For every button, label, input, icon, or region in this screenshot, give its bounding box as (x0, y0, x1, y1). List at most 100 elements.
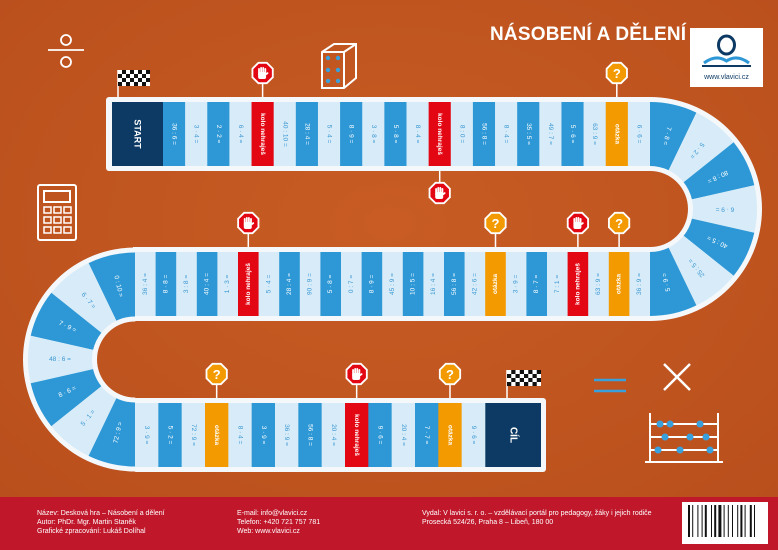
math-cell[interactable]: 72 : 9 = (181, 403, 206, 467)
cell-background (438, 403, 462, 467)
math-cell[interactable]: 3 · 9 = (135, 403, 159, 467)
math-cell[interactable]: 8 · 9 = (361, 252, 383, 316)
skip-turn-cell[interactable]: kolo nehraješ (238, 252, 259, 316)
math-cell[interactable]: 5 · 4 = (258, 252, 280, 316)
math-cell[interactable]: 6 · 7 = (51, 263, 117, 333)
math-cell[interactable]: 0 : 7 = (341, 252, 362, 316)
math-cell[interactable]: 90 : 9 = (299, 252, 321, 316)
math-cell[interactable]: 3 · 9 = (505, 252, 527, 316)
cell-label: 7 : 1 = (554, 275, 561, 293)
math-cell[interactable]: 36 : 9 = (629, 252, 651, 316)
math-cell[interactable]: 8 · 8 = (155, 252, 177, 316)
question-sign: ? (205, 362, 228, 398)
math-cell[interactable]: 72 : 9 = (88, 398, 135, 467)
math-cell[interactable]: 1 · 3 = (217, 252, 239, 316)
skip-turn-cell[interactable]: kolo nehraješ (251, 102, 274, 166)
skip-turn-cell[interactable]: kolo nehraješ (345, 403, 369, 467)
math-cell[interactable]: 36 : 4 = (135, 252, 156, 316)
finish-cell[interactable]: CÍL (485, 403, 541, 467)
cell-label: 0 : 7 = (348, 275, 355, 293)
math-cell[interactable]: 3 · 8 = (362, 102, 385, 166)
question-cell[interactable]: otázka (608, 252, 630, 316)
publisher-logo[interactable]: www.vlavici.cz (690, 28, 763, 87)
track-signs: ????? (205, 61, 631, 398)
math-cell[interactable]: 5 · 8 = (320, 252, 342, 316)
math-cell[interactable]: 5 · 2 = (668, 112, 734, 183)
math-cell[interactable]: 8 · 6 = (30, 369, 102, 427)
math-cell[interactable]: 40 : 10 = (273, 102, 297, 166)
calculator-icon (37, 184, 77, 241)
math-cell[interactable]: 8 : 0 = (450, 102, 474, 166)
cell-background (238, 252, 259, 316)
math-cell[interactable]: 8 · 4 = (228, 403, 252, 467)
cell-label: 5 · 6 = (569, 125, 576, 144)
game-title: NÁSOBENÍ A DĚLENÍ (490, 24, 687, 45)
math-cell[interactable]: 5 · 9 = (650, 247, 697, 316)
math-cell[interactable]: 48 : 6 = (27, 335, 94, 384)
math-cell[interactable]: 6 · 9 = (691, 185, 757, 233)
math-cell[interactable]: 25 : 5 = (668, 235, 734, 306)
math-cell[interactable]: 8 · 4 = (495, 102, 518, 166)
math-cell[interactable]: 3 : 8 = (176, 252, 198, 316)
math-cell[interactable]: 49 : 7 = (539, 102, 562, 166)
math-cell[interactable]: 45 : 9 = (382, 252, 404, 316)
math-cell[interactable]: 56 : 8 = (444, 252, 465, 316)
math-cell[interactable]: 28 : 4 = (295, 102, 319, 166)
math-cell[interactable]: 10 : 5 = (402, 252, 424, 316)
math-cell[interactable]: 16 : 4 = (423, 252, 445, 316)
math-cell[interactable]: 6 · 6 = (627, 102, 651, 166)
footer-web[interactable]: Web: www.vlavici.cz (237, 528, 300, 535)
question-cell[interactable]: otázka (605, 102, 629, 166)
cell-label: 36 : 9 = (636, 273, 643, 295)
math-cell[interactable]: 28 : 4 = (279, 252, 301, 316)
math-cell[interactable]: 6 · 4 = (229, 102, 252, 166)
cell-label: 7 · 7 = (423, 426, 430, 445)
math-cell[interactable]: 35 : 5 = (517, 102, 540, 166)
question-cell[interactable]: otázka (205, 403, 229, 467)
math-cell[interactable]: 8 · 9 = (340, 102, 363, 166)
cell-label: 9 · 6 = (377, 426, 384, 445)
footer-email[interactable]: E-mail: info@vlavici.cz (237, 510, 308, 517)
cell-background (27, 335, 94, 384)
math-cell[interactable]: 20 : 4 = (391, 403, 416, 467)
start-cell[interactable]: START (112, 102, 163, 166)
math-cell[interactable]: 63 : 9 = (588, 252, 610, 316)
math-cell[interactable]: 42 : 6 = (464, 252, 486, 316)
cell-label: 49 : 7 = (547, 123, 554, 145)
math-cell[interactable]: 7 : 1 = (547, 252, 568, 316)
math-cell[interactable]: 40 : 5 = (683, 218, 755, 276)
math-cell[interactable]: 20 : 4 = (321, 403, 346, 467)
math-cell[interactable]: 80 : 8 = (683, 142, 755, 200)
math-cell[interactable]: 3 · 9 = (251, 403, 276, 467)
math-cell[interactable]: 56 : 8 = (472, 102, 496, 166)
math-cell[interactable]: 9 · 6 = (461, 403, 486, 467)
math-cell[interactable]: 36 : 6 = (163, 102, 186, 166)
math-cell[interactable]: 56 : 8 = (298, 403, 322, 467)
cell-background (88, 252, 135, 321)
math-cell[interactable]: 9 · 6 = (368, 403, 392, 467)
skip-turn-cell[interactable]: kolo nehraješ (567, 252, 589, 316)
cell-background (629, 252, 651, 316)
math-cell[interactable]: 8 · 4 = (406, 102, 429, 166)
math-cell[interactable]: 5 · 2 = (158, 403, 182, 467)
cell-background (155, 252, 177, 316)
math-cell[interactable]: 3 · 4 = (185, 102, 208, 166)
question-mark: ? (615, 216, 623, 231)
math-cell[interactable]: 7 · 8 = (650, 102, 697, 171)
math-cell[interactable]: 5 · 8 = (384, 102, 407, 166)
math-cell[interactable]: 7 · 7 = (415, 403, 439, 467)
math-cell[interactable]: 7 · 9 = (30, 292, 102, 350)
math-cell[interactable]: 2 · 2 = (207, 102, 230, 166)
math-cell[interactable]: 63 : 9 = (583, 102, 607, 166)
question-cell[interactable]: otázka (438, 403, 462, 467)
math-cell[interactable]: 0 : 10 = (88, 252, 135, 321)
math-cell[interactable]: 36 : 9 = (275, 403, 299, 467)
math-cell[interactable]: 5 · 1 = (51, 386, 117, 456)
math-cell[interactable]: 8 · 7 = (526, 252, 548, 316)
math-cell[interactable]: 5 · 4 = (317, 102, 341, 166)
math-cell[interactable]: 5 · 6 = (561, 102, 584, 166)
cell-label: 2 · 2 = (215, 125, 222, 144)
math-cell[interactable]: 40 : 4 = (196, 252, 218, 316)
skip-turn-cell[interactable]: kolo nehraješ (428, 102, 452, 166)
question-cell[interactable]: otázka (485, 252, 507, 316)
